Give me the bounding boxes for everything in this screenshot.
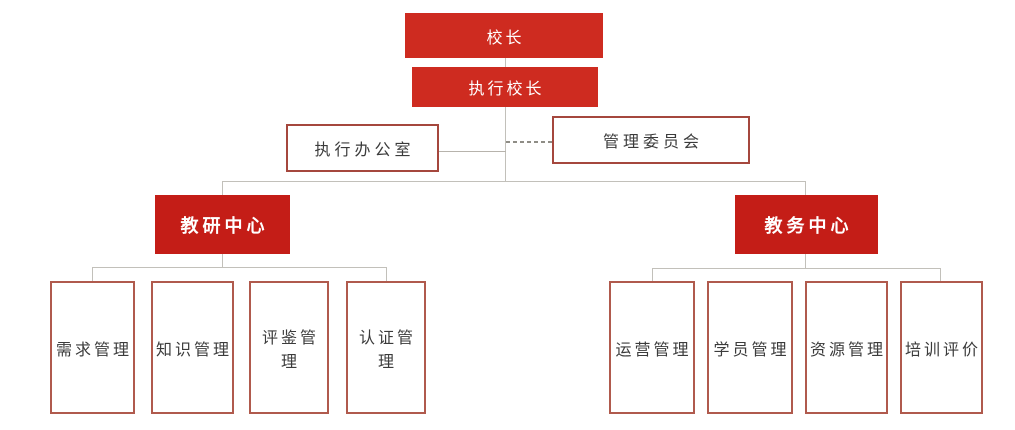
org-node-knowledge-management: 知识管理 xyxy=(151,281,234,414)
org-node-executive-principal: 执行校长 xyxy=(412,67,598,107)
org-node-demand-management-label: 需求管理 xyxy=(55,341,132,359)
org-node-executive-principal-label: 执行校长 xyxy=(468,81,545,98)
org-node-operations-management: 运营管理 xyxy=(609,281,695,414)
connector-drop-research-center xyxy=(222,181,223,195)
org-node-operations-management-label: 运营管理 xyxy=(615,341,692,359)
org-node-training-evaluation: 培训评价 xyxy=(900,281,983,414)
connector-drop-academic-center xyxy=(805,181,806,195)
connector-management-committee-dashed xyxy=(506,141,552,143)
org-node-principal-label: 校长 xyxy=(486,29,525,47)
org-node-executive-office-label: 执行办公室 xyxy=(314,142,415,159)
org-node-academic-center-label: 教务中心 xyxy=(764,215,853,236)
org-node-principal: 校长 xyxy=(405,13,603,58)
connector-research-horizontal xyxy=(92,267,387,268)
org-node-research-center-label: 教研中心 xyxy=(180,215,269,236)
connector-drop-operations xyxy=(652,268,653,281)
org-node-research-center: 教研中心 xyxy=(155,195,290,254)
org-node-resource-management: 资源管理 xyxy=(805,281,888,414)
connector-exec-trunk xyxy=(505,107,506,181)
connector-exec-office xyxy=(439,151,506,152)
org-node-management-committee: 管理委员会 xyxy=(552,116,750,164)
org-node-management-committee-label: 管理委员会 xyxy=(602,134,703,151)
org-node-knowledge-management-label: 知识管理 xyxy=(156,341,233,359)
org-node-student-management: 学员管理 xyxy=(707,281,793,414)
connector-drop-demand xyxy=(92,267,93,281)
connector-centers-horizontal xyxy=(222,181,806,182)
org-node-resource-management-label: 资源管理 xyxy=(810,341,887,359)
org-node-executive-office: 执行办公室 xyxy=(286,124,439,172)
connector-drop-certification xyxy=(386,267,387,281)
connector-drop-training xyxy=(940,268,941,281)
org-node-demand-management: 需求管理 xyxy=(50,281,135,414)
org-node-evaluation-management: 评鉴管理 xyxy=(249,281,329,414)
connector-academic-center-stub xyxy=(805,254,806,268)
connector-principal-to-exec xyxy=(505,58,506,67)
org-node-evaluation-management-label: 评鉴管理 xyxy=(261,329,319,371)
org-node-certification-management: 认证管理 xyxy=(346,281,426,414)
org-node-certification-management-label: 认证管理 xyxy=(358,329,416,371)
connector-academic-horizontal xyxy=(652,268,941,269)
org-node-training-evaluation-label: 培训评价 xyxy=(905,341,982,359)
org-node-student-management-label: 学员管理 xyxy=(713,341,790,359)
connector-research-center-stub xyxy=(222,254,223,267)
org-node-academic-center: 教务中心 xyxy=(735,195,878,254)
